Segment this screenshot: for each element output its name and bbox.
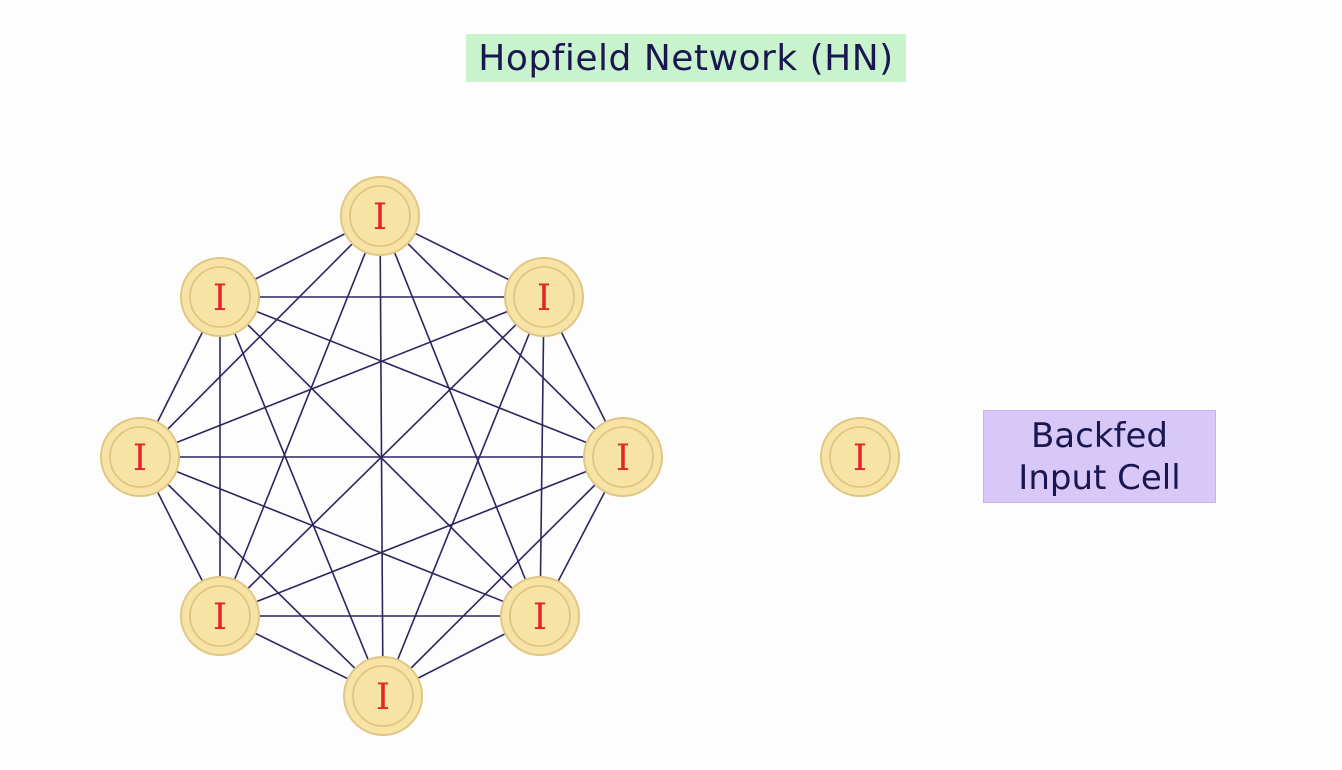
legend-input-cell-node-inner-ring bbox=[829, 426, 891, 488]
node-upper-right-outer-circle bbox=[504, 257, 584, 337]
node-lower-right: I bbox=[500, 576, 580, 656]
node-upper-left-label: I bbox=[213, 278, 227, 319]
node-upper-right-label: I bbox=[537, 278, 551, 319]
legend-label-line-1: Backfed bbox=[1030, 415, 1168, 456]
node-upper-left: I bbox=[180, 257, 260, 337]
node-bottom-inner-ring bbox=[352, 665, 414, 727]
node-left: I bbox=[100, 417, 180, 497]
node-top-label: I bbox=[373, 197, 387, 238]
legend-node: I bbox=[820, 417, 900, 497]
edge-right-bottom bbox=[382, 456, 624, 697]
legend-input-cell-node-label: I bbox=[853, 438, 867, 479]
edge-lower-right-left bbox=[139, 456, 541, 617]
network-nodes: I I I I I I I I bbox=[100, 176, 663, 736]
node-right: I bbox=[583, 417, 663, 497]
edge-right-upper-left bbox=[219, 296, 624, 458]
legend-input-cell-node: I bbox=[820, 417, 900, 497]
edge-top-lower-left bbox=[219, 215, 381, 617]
edge-bottom-upper-left bbox=[219, 296, 384, 697]
edge-top-right bbox=[379, 215, 624, 458]
diagram-title-text: Hopfield Network (HN) bbox=[478, 37, 894, 79]
node-top: I bbox=[340, 176, 420, 256]
legend-label-line-2: Input Cell bbox=[1018, 457, 1181, 498]
node-top-inner-ring bbox=[349, 185, 411, 247]
node-lower-right-inner-ring bbox=[509, 585, 571, 647]
node-lower-left: I bbox=[180, 576, 260, 656]
node-top-outer-circle bbox=[340, 176, 420, 256]
diagram-title: Hopfield Network (HN) bbox=[466, 34, 906, 82]
edge-top-lower-right bbox=[379, 215, 541, 617]
node-right-label: I bbox=[616, 438, 630, 479]
node-lower-right-outer-circle bbox=[500, 576, 580, 656]
legend-label-box: Backfed Input Cell bbox=[983, 410, 1216, 503]
edge-upper-right-bottom bbox=[382, 296, 545, 697]
node-left-inner-ring bbox=[109, 426, 171, 488]
node-upper-left-outer-circle bbox=[180, 257, 260, 337]
node-lower-left-inner-ring bbox=[189, 585, 251, 647]
legend-input-cell-node-outer-circle bbox=[820, 417, 900, 497]
node-right-outer-circle bbox=[583, 417, 663, 497]
node-upper-left-inner-ring bbox=[189, 266, 251, 328]
edge-bottom-left bbox=[139, 456, 384, 697]
node-left-outer-circle bbox=[100, 417, 180, 497]
node-bottom-outer-circle bbox=[343, 656, 423, 736]
node-right-inner-ring bbox=[592, 426, 654, 488]
node-lower-right-label: I bbox=[533, 597, 547, 638]
edge-lower-right-upper-left bbox=[219, 296, 541, 617]
edge-right-lower-left bbox=[219, 456, 624, 617]
node-bottom-label: I bbox=[376, 677, 390, 718]
node-lower-left-label: I bbox=[213, 597, 227, 638]
node-upper-right-inner-ring bbox=[513, 266, 575, 328]
node-left-label: I bbox=[133, 438, 147, 479]
node-lower-left-outer-circle bbox=[180, 576, 260, 656]
node-bottom: I bbox=[343, 656, 423, 736]
node-upper-right: I bbox=[504, 257, 584, 337]
edge-upper-right-left bbox=[139, 296, 545, 458]
